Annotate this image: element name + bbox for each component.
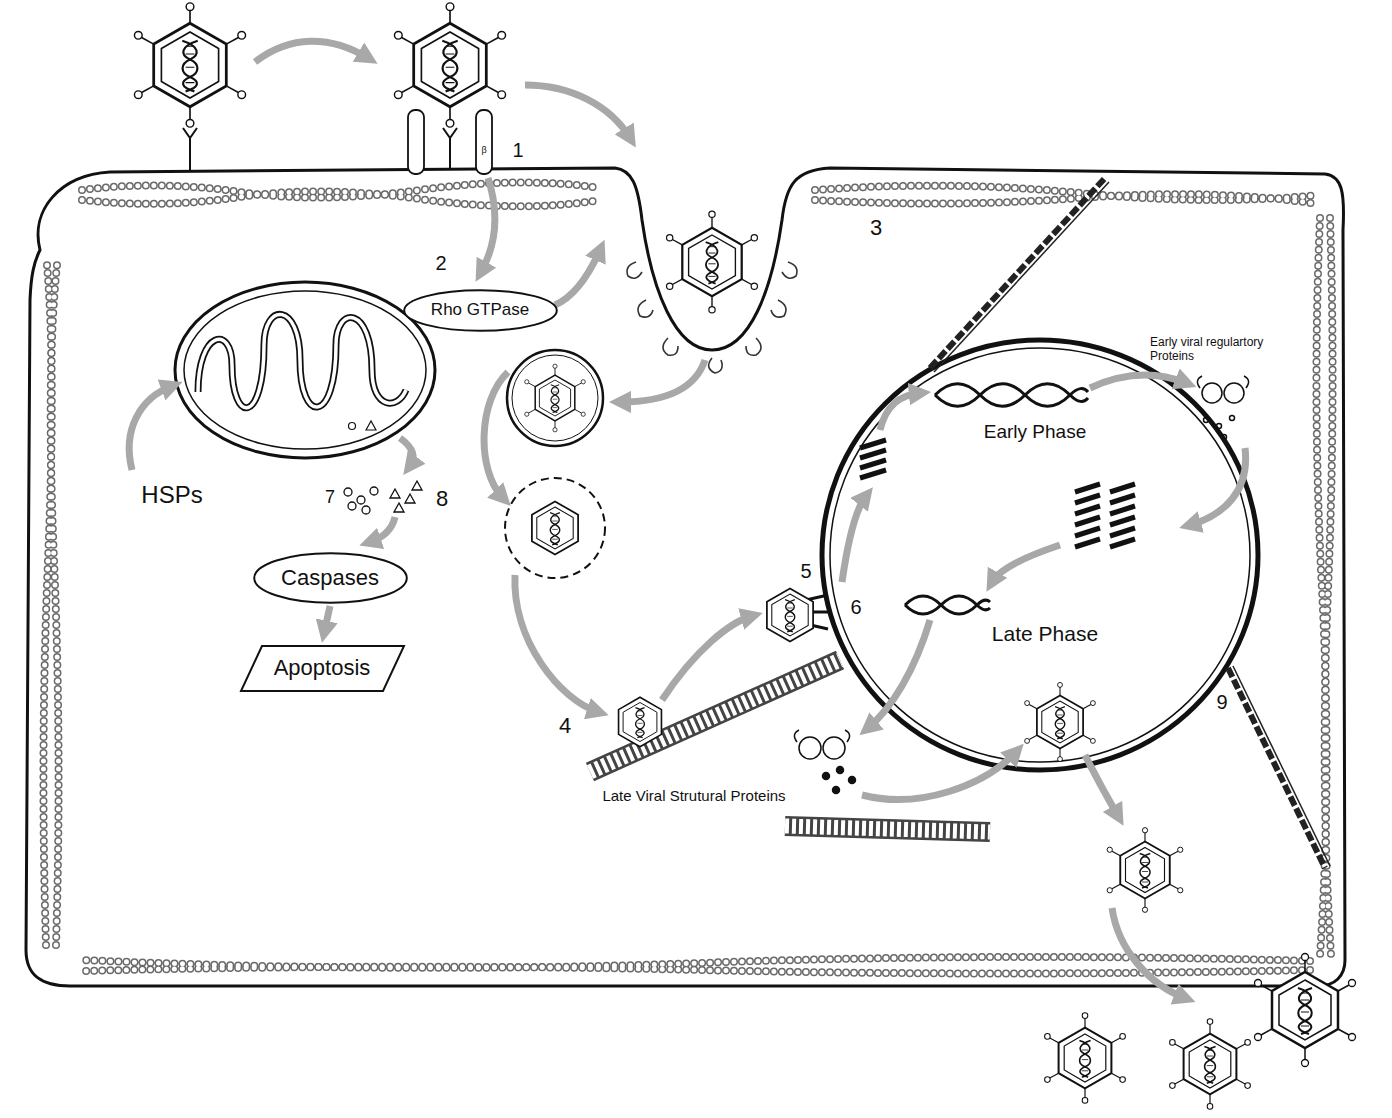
process-arrows (129, 41, 1245, 998)
outcome-parallelogram: Apoptosis (240, 645, 405, 692)
mitochondrion (175, 282, 435, 458)
node-shape (241, 646, 404, 691)
early-proteins (1197, 376, 1248, 440)
cell-membrane (26, 168, 1345, 986)
released-factors (344, 481, 422, 514)
intermediate-filaments (930, 178, 1330, 868)
node-shape (404, 290, 557, 331)
callout-number: 4 (557, 713, 573, 738)
callout-number: 1 (510, 139, 525, 162)
callout-number: 5 (798, 560, 813, 583)
lysed-endosome (505, 478, 605, 578)
node-text: Rho GTPase (431, 300, 529, 320)
node-text: Caspases (281, 565, 379, 591)
phase-label: Late Phase (990, 622, 1100, 646)
node-shape (254, 553, 407, 603)
annotation-label: Late Viral Strutural Proteins (600, 787, 787, 804)
nucleus (822, 340, 1258, 770)
callout-number: 3 (868, 215, 884, 240)
node-text: Apoptosis (274, 655, 371, 681)
adenovirus (134, 3, 1355, 1109)
microtubule (590, 660, 990, 832)
viral-dna (860, 440, 1135, 547)
callout-number: 9 (1214, 691, 1229, 714)
endosome (507, 350, 603, 446)
process-arrow (324, 606, 330, 632)
phase-label: Early Phase (982, 421, 1088, 443)
enzyme-ellipse: Caspases (253, 552, 408, 604)
callout-number: 8 (434, 486, 450, 511)
signal-ellipse: Rho GTPase (403, 289, 558, 332)
viral-mrna (905, 384, 1088, 614)
subunit-label: β (479, 145, 488, 155)
callout-number: 6 (848, 596, 863, 619)
actin-filaments-inner (43, 182, 1332, 973)
late-proteins (794, 730, 855, 794)
actin-filaments (43, 182, 1332, 973)
callout-number: 7 (323, 487, 337, 508)
molecule-label: HSPs (139, 481, 204, 509)
callout-number: 2 (433, 252, 448, 275)
annotation-label: Early viral regulartory Proteins (1148, 336, 1302, 364)
